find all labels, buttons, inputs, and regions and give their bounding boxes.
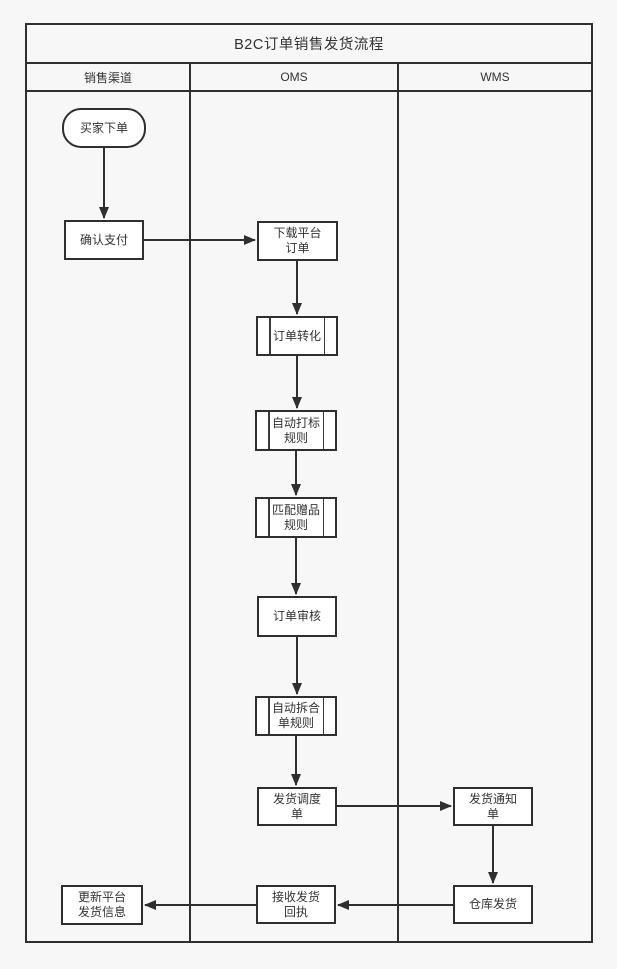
lane-header-oms: OMS	[191, 64, 399, 90]
lane-header-row: 销售渠道 OMS WMS	[27, 64, 591, 92]
diagram-title: B2C订单销售发货流程	[27, 25, 591, 64]
lane-header-wms: WMS	[480, 70, 510, 84]
receive-shipping-receipt-node: 接收发货 回执	[256, 885, 336, 924]
node-label: 仓库发货	[468, 897, 517, 911]
match-gift-rules-node: 匹配赠品 规则	[255, 497, 337, 538]
lane-oms	[191, 92, 399, 941]
node-label: 更新平台 发货信息	[77, 890, 126, 919]
node-label: 下载平台 订单	[273, 226, 322, 255]
buyer-place-order-node: 买家下单	[62, 108, 146, 148]
order-review-node: 订单审核	[257, 596, 337, 637]
update-platform-ship-info-node: 更新平台 发货信息	[61, 885, 143, 925]
lane-header-sales-channel: 销售渠道	[27, 64, 191, 90]
shipping-notice-order-node: 发货通知 单	[453, 787, 533, 826]
node-label: 买家下单	[79, 120, 128, 135]
warehouse-shipping-node: 仓库发货	[453, 885, 533, 924]
node-label: 匹配赠品 规则	[271, 502, 320, 532]
node-label: 订单转化	[272, 328, 321, 343]
confirm-payment-node: 确认支付	[64, 220, 144, 260]
node-label: 自动拆合 单规则	[271, 701, 320, 730]
node-label: 自动打标 规则	[271, 415, 320, 445]
node-label: 发货通知 单	[468, 791, 517, 821]
node-label: 接收发货 回执	[271, 889, 320, 919]
auto-split-merge-rules-node: 自动拆合 单规则	[255, 696, 337, 736]
order-transform-node: 订单转化	[256, 316, 338, 356]
node-label: 订单审核	[272, 609, 321, 623]
download-platform-order-node: 下载平台 订单	[257, 221, 338, 261]
node-label: 发货调度 单	[272, 791, 321, 821]
lane-body-row	[27, 92, 591, 941]
node-label: 确认支付	[79, 232, 128, 247]
shipping-dispatch-order-node: 发货调度 单	[257, 787, 337, 826]
auto-tagging-rules-node: 自动打标 规则	[255, 410, 337, 451]
lane-sales-channel	[27, 92, 191, 941]
